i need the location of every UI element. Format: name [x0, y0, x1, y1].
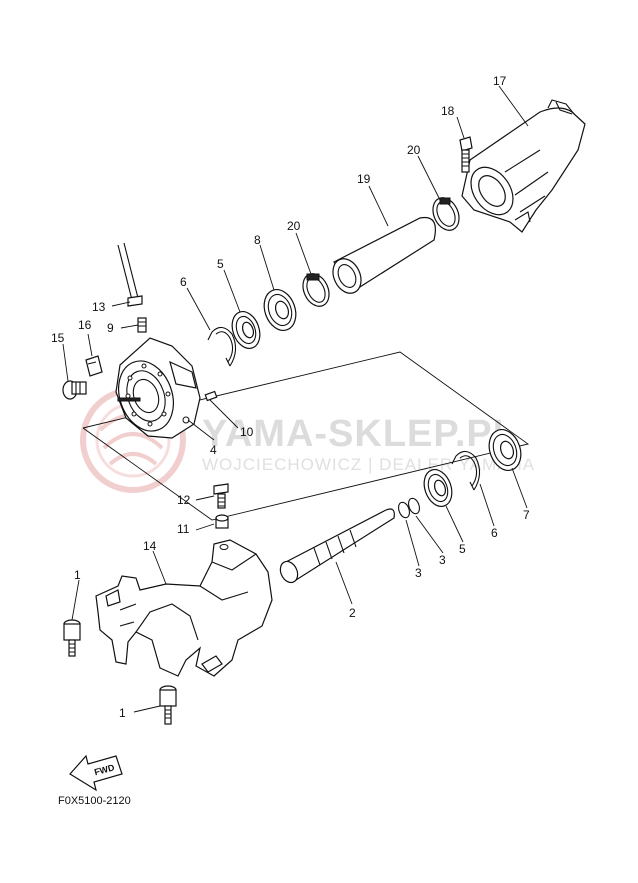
rear-housing-part	[461, 99, 586, 233]
tube-part-19	[332, 216, 436, 294]
assembly-frame	[82, 351, 530, 521]
o-rings-part-3	[398, 497, 420, 519]
label-part-19: 19	[357, 172, 371, 186]
shaft-part-2	[279, 508, 395, 584]
bearing-part-8	[263, 289, 297, 331]
circlip-part-6-upper	[207, 326, 237, 367]
label-part-5-upper: 5	[217, 257, 224, 271]
hose-clamp-part-20-lower	[302, 273, 330, 307]
label-part-20-lower: 20	[287, 219, 301, 233]
label-part-3-left: 3	[415, 566, 422, 580]
fwd-arrow-icon: FWD	[69, 754, 123, 792]
watermark-title: YAMA-SKLEP.PL	[202, 413, 517, 455]
label-part-6-upper: 6	[180, 275, 187, 289]
bolt-part-12	[213, 483, 229, 509]
label-part-10: 10	[240, 425, 254, 439]
label-part-3-right: 3	[439, 553, 446, 567]
diagram-code: F0X5100-2120	[58, 795, 131, 807]
bracket-part-16	[85, 355, 103, 377]
bolt-part-1-lower	[159, 685, 177, 725]
label-part-8: 8	[254, 233, 261, 247]
label-part-6-lower: 6	[491, 526, 498, 540]
label-part-16: 16	[78, 318, 92, 332]
bearing-part-7	[488, 429, 522, 471]
label-part-12: 12	[177, 493, 191, 507]
bolt-part-15	[62, 380, 87, 400]
watermark: YAMA-SKLEP.PL WOJCIECHOWICZ | DEALER YAM…	[80, 387, 535, 493]
label-part-13: 13	[92, 300, 106, 314]
label-part-9: 9	[107, 321, 114, 335]
leader-lines	[62, 85, 529, 713]
bearing-housing-part-4	[115, 337, 201, 439]
part-labels: 17 18 20 19 20 8 5 6 13 16 9 15 10 4 12 …	[51, 74, 530, 720]
label-part-5-lower: 5	[459, 542, 466, 556]
label-part-20-upper: 20	[407, 143, 421, 157]
bolt-part-18	[459, 136, 473, 173]
seal-part-5-lower	[423, 469, 453, 507]
label-part-14: 14	[143, 539, 157, 553]
label-part-7: 7	[523, 508, 530, 522]
pin-part-10	[204, 390, 218, 402]
label-part-11: 11	[177, 522, 190, 536]
label-part-1-lower: 1	[119, 706, 126, 720]
seal-part-5-upper	[231, 311, 261, 349]
hose-fitting-part-13	[117, 242, 143, 307]
label-part-15: 15	[51, 331, 65, 345]
housing-part-14	[95, 539, 273, 677]
spacer-part-11	[215, 514, 229, 529]
circlip-part-6-lower	[451, 450, 481, 491]
label-part-17: 17	[493, 74, 507, 88]
fitting-part-9	[137, 317, 147, 333]
label-part-4: 4	[210, 443, 217, 457]
label-part-18: 18	[441, 104, 455, 118]
housing-bolt-holes	[125, 363, 171, 427]
label-part-1-upper: 1	[74, 568, 81, 582]
bolt-part-1-upper	[63, 619, 81, 657]
label-part-2: 2	[349, 606, 356, 620]
watermark-subtitle: WOJCIECHOWICZ | DEALER YAMAHA	[202, 455, 535, 474]
